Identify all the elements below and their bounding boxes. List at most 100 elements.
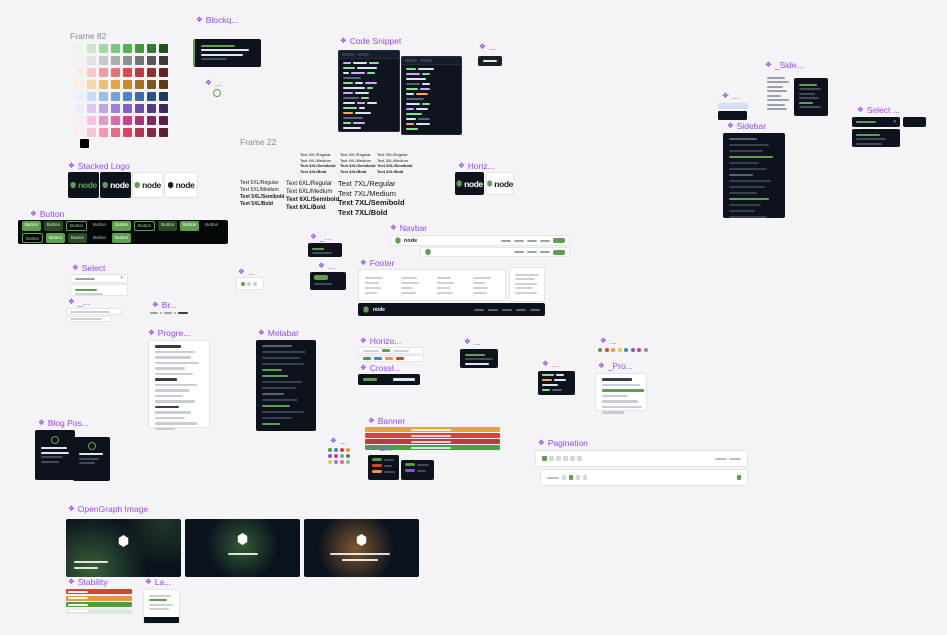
stability-strip[interactable] — [66, 595, 132, 601]
component-label-breadcrumb[interactable]: ❖ Br... — [152, 300, 177, 310]
color-swatch[interactable] — [87, 68, 96, 77]
metabar-item[interactable] — [262, 362, 304, 365]
pro-mini-item[interactable] — [602, 394, 628, 397]
color-swatch[interactable] — [111, 104, 120, 113]
color-swatch[interactable] — [111, 128, 120, 137]
stability-strip[interactable] — [66, 602, 132, 607]
nav-link[interactable] — [527, 251, 537, 253]
color-dot[interactable] — [334, 454, 338, 458]
color-dot[interactable] — [611, 348, 615, 352]
sidebar-item[interactable] — [729, 185, 765, 188]
sidebar-item[interactable] — [729, 209, 755, 212]
color-swatch[interactable] — [159, 128, 168, 137]
component-label-badge[interactable]: ❖ B... — [370, 443, 393, 453]
page-button[interactable] — [561, 475, 566, 480]
component-label-metabar[interactable]: ❖ Metabar — [258, 328, 299, 338]
sidebar-item[interactable] — [729, 155, 773, 158]
color-swatch[interactable] — [99, 104, 108, 113]
button-variant[interactable]: Button — [93, 222, 107, 228]
component-label-mini-button[interactable]: ❖ ... — [479, 42, 496, 52]
component-label-color-dots[interactable]: ❖ ... — [600, 336, 617, 346]
component-label-banner[interactable]: ❖ Banner — [368, 416, 405, 426]
color-swatch[interactable] — [159, 68, 168, 77]
progression-item[interactable] — [155, 405, 179, 408]
progression-item[interactable] — [155, 345, 181, 348]
component-label-mini-right[interactable]: ❖ ... — [722, 91, 739, 101]
sidebar-item[interactable] — [729, 143, 769, 146]
stacked-logo-dark-green[interactable]: node — [68, 172, 99, 198]
crosslink-component[interactable] — [358, 374, 420, 385]
navbar-light[interactable]: node — [390, 235, 570, 246]
metabar-item[interactable] — [262, 350, 306, 353]
pro-mini-item[interactable] — [602, 389, 644, 392]
pill-button[interactable] — [314, 275, 328, 280]
color-swatch[interactable] — [75, 44, 84, 53]
pagination-strip-2[interactable] — [540, 469, 748, 486]
side-partial-list[interactable] — [767, 74, 791, 113]
page-button-active[interactable] — [542, 456, 547, 461]
color-swatch[interactable] — [123, 128, 132, 137]
select-dark-field[interactable]: ▾ — [852, 117, 900, 127]
color-dot[interactable] — [598, 348, 602, 352]
color-swatch[interactable] — [75, 116, 84, 125]
sidebar-item[interactable] — [729, 191, 757, 194]
nav-link[interactable] — [540, 239, 550, 242]
nav-link[interactable] — [514, 239, 524, 242]
pro-mini-item[interactable] — [602, 411, 624, 414]
color-swatch[interactable] — [159, 80, 168, 89]
pagination-strip-1[interactable] — [535, 450, 748, 467]
opengraph-image-1[interactable] — [66, 519, 181, 577]
component-label-horiz-logo[interactable]: ❖ Horiz... — [458, 161, 495, 171]
component-label-footer[interactable]: ❖ Footer — [360, 258, 394, 268]
dots-mini-component[interactable] — [236, 277, 264, 290]
component-label-horizontal-rule[interactable]: ❖ Horizo... — [360, 336, 401, 346]
logo-mark-icon[interactable] — [213, 89, 221, 97]
nav-link[interactable] — [527, 239, 537, 242]
page-button[interactable] — [556, 456, 561, 461]
pagination-next[interactable] — [736, 475, 741, 480]
component-label-progression[interactable]: ❖ Progre... — [148, 328, 190, 338]
color-swatch[interactable] — [159, 92, 168, 101]
page-button[interactable] — [575, 475, 580, 480]
sidebar-item[interactable] — [729, 203, 761, 206]
color-dot[interactable] — [346, 454, 350, 458]
color-dot[interactable] — [334, 460, 338, 464]
select-dark-field-small[interactable] — [903, 117, 926, 127]
color-swatch[interactable] — [159, 104, 168, 113]
page-button[interactable] — [577, 456, 582, 461]
component-label-blockquote[interactable]: ❖ Blockq... — [196, 15, 238, 25]
select-dark-menu[interactable] — [852, 129, 900, 147]
color-dot[interactable] — [617, 348, 622, 352]
footer-light[interactable] — [358, 269, 506, 301]
component-label-opengraph[interactable]: ❖ OpenGraph Image — [68, 504, 148, 514]
color-dot[interactable] — [328, 454, 332, 458]
component-label-select-dark[interactable]: ❖ Select ... — [857, 105, 900, 115]
progression-item[interactable] — [155, 383, 197, 386]
page-button-active[interactable] — [568, 475, 573, 480]
code-snippet-panel-2[interactable] — [401, 56, 462, 135]
badge-card-1[interactable] — [368, 455, 399, 480]
color-dot[interactable] — [346, 460, 350, 464]
color-swatch[interactable] — [123, 116, 132, 125]
opengraph-image-3[interactable] — [304, 519, 419, 577]
metabar-item[interactable] — [262, 380, 302, 383]
breadcrumb-item[interactable] — [164, 312, 172, 314]
button-variant[interactable]: Button — [112, 233, 132, 244]
color-swatch[interactable] — [135, 104, 144, 113]
color-swatch[interactable] — [99, 68, 108, 77]
code-snippet-panel-1[interactable] — [338, 50, 400, 132]
color-dot[interactable] — [604, 348, 609, 352]
color-dot[interactable] — [346, 448, 350, 452]
metabar-item[interactable] — [262, 344, 292, 347]
color-swatch[interactable] — [75, 128, 84, 137]
banner-strip[interactable] — [365, 439, 500, 444]
nav-link[interactable] — [501, 239, 511, 242]
color-dot-grid[interactable] — [328, 448, 353, 464]
color-swatch[interactable] — [135, 44, 144, 53]
stacked-logo-light-dark[interactable]: node — [164, 172, 198, 198]
color-swatch[interactable] — [159, 116, 168, 125]
progression-item[interactable] — [155, 422, 197, 425]
pill-mini-component[interactable] — [310, 272, 346, 290]
sidebar-component[interactable] — [723, 133, 785, 218]
